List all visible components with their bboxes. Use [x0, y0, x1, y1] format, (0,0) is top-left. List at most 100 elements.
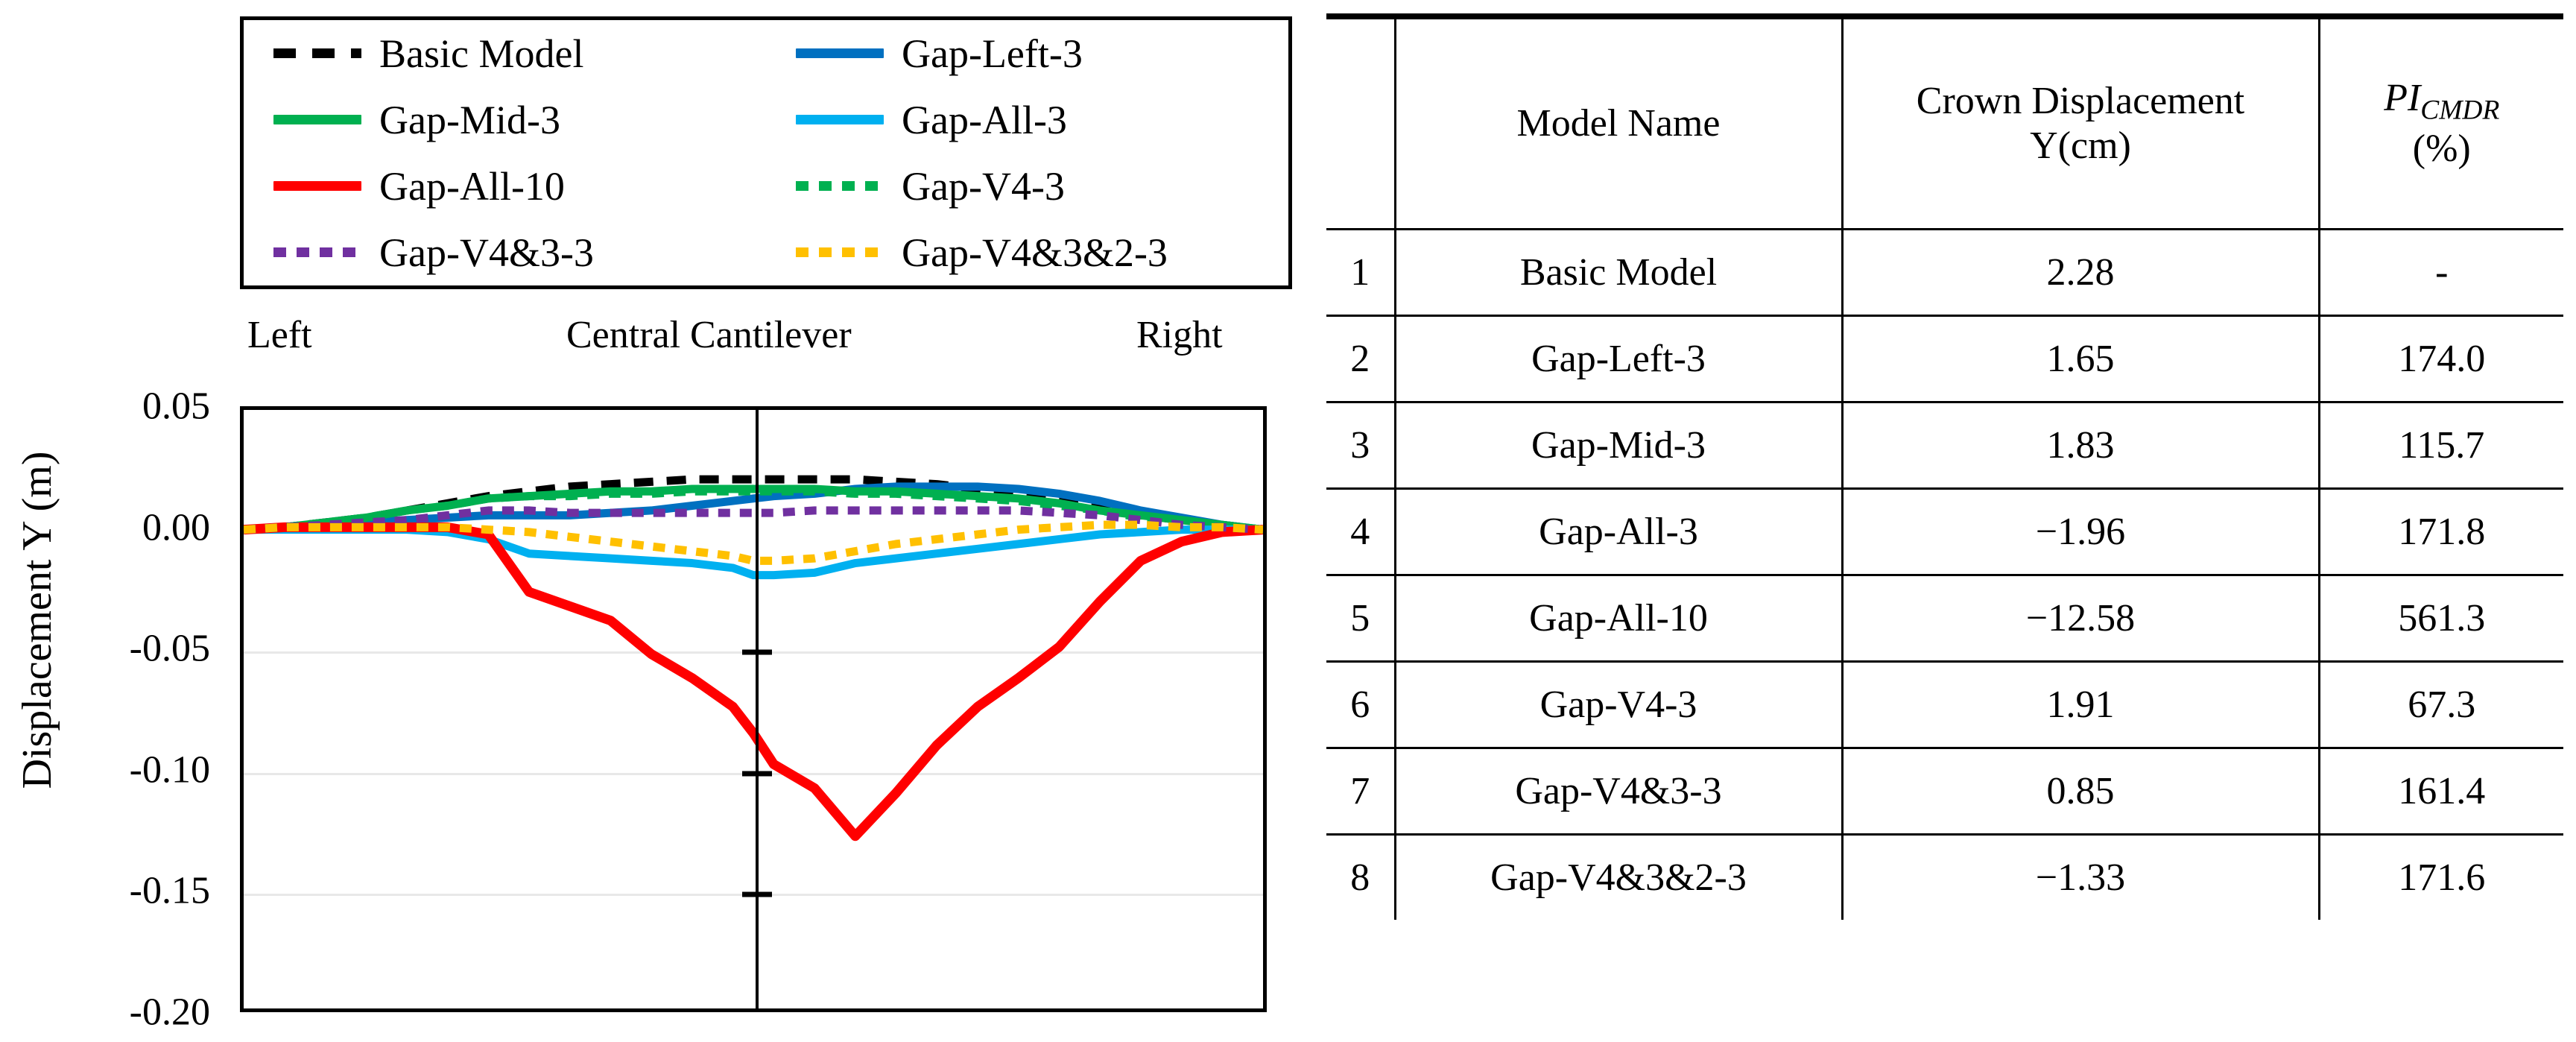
- table-header-row: Model Name Crown Displacement Y(cm) PICM…: [1326, 13, 2563, 230]
- header-pi-unit: (%): [2412, 127, 2471, 170]
- row-model-name: Gap-V4&3&2-3: [1393, 833, 1844, 920]
- legend-swatch-basic-model-icon: [273, 48, 361, 58]
- legend-item-gap-all-3[interactable]: Gap-All-3: [766, 86, 1288, 153]
- y-ticklabel-neg0-05: -0.05: [129, 627, 210, 670]
- row-index: 2: [1326, 315, 1396, 402]
- row-index: 7: [1326, 747, 1396, 835]
- legend-label: Gap-All-3: [902, 97, 1067, 142]
- row-crown-displacement: 1.91: [1841, 660, 2320, 748]
- y-ticklabel-0neg05: 0.05: [142, 385, 210, 428]
- header-index: [1326, 13, 1396, 230]
- row-crown-displacement: 1.83: [1841, 401, 2320, 489]
- row-crown-displacement: −1.96: [1841, 487, 2320, 575]
- center-tick-minus-0-15: [742, 891, 772, 897]
- legend-label: Gap-All-10: [379, 163, 565, 209]
- header-model-name: Model Name: [1393, 13, 1844, 230]
- y-ticklabel-0: 0.00: [142, 506, 210, 549]
- row-crown-displacement: −12.58: [1841, 574, 2320, 662]
- legend-item-basic-model[interactable]: Basic Model: [244, 20, 766, 86]
- y-axis-ticklabels: 0.05 0.00 -0.05 -0.10 -0.15 -0.20: [0, 385, 224, 1034]
- row-pi-cmdr: 115.7: [2317, 401, 2563, 489]
- row-pi-cmdr: 174.0: [2317, 315, 2563, 402]
- series-line-gap-v4-3: [244, 491, 1263, 529]
- row-model-name: Gap-All-10: [1393, 574, 1844, 662]
- row-model-name: Basic Model: [1393, 229, 1844, 316]
- legend-item-gap-v4-3-2-3[interactable]: Gap-V4&3&2-3: [766, 219, 1288, 285]
- header-crown-displacement-line2: Y(cm): [2030, 124, 2131, 167]
- header-pi-cmdr: PICMDR (%): [2317, 13, 2563, 230]
- row-model-name: Gap-Left-3: [1393, 315, 1844, 402]
- legend-item-gap-mid-3[interactable]: Gap-Mid-3: [244, 86, 766, 153]
- header-pi-prefix: PI: [2384, 77, 2421, 120]
- series-line-gap-v4-3-3: [244, 511, 1263, 530]
- legend-swatch-gap-v4-3-3-icon: [273, 247, 361, 257]
- center-tick-minus-0-10: [742, 771, 772, 777]
- series-plot: [244, 410, 1263, 1008]
- chart-area: Displacement Y (m) Left Central Cantilev…: [0, 313, 1311, 1042]
- row-crown-displacement: 2.28: [1841, 229, 2320, 316]
- row-pi-cmdr: -: [2317, 229, 2563, 316]
- header-crown-displacement: Crown Displacement Y(cm): [1841, 13, 2320, 230]
- series-line-gap-v4-3-2-3: [244, 525, 1263, 561]
- plot-label-left: Left: [247, 314, 312, 356]
- y-ticklabel-neg0-15: -0.15: [129, 869, 210, 912]
- legend-label: Gap-Left-3: [902, 31, 1083, 76]
- row-crown-displacement: 1.65: [1841, 315, 2320, 402]
- legend-item-gap-all-10[interactable]: Gap-All-10: [244, 153, 766, 219]
- row-model-name: Gap-All-3: [1393, 487, 1844, 575]
- legend-swatch-gap-all-3-icon: [796, 115, 884, 124]
- row-index: 5: [1326, 574, 1396, 662]
- row-model-name: Gap-V4-3: [1393, 660, 1844, 748]
- row-crown-displacement: 0.85: [1841, 747, 2320, 835]
- legend-label: Gap-V4&3&2-3: [902, 230, 1168, 275]
- center-tick-minus-0-05: [742, 649, 772, 655]
- legend-swatch-gap-v4-3-icon: [796, 181, 884, 191]
- series-line-gap-all-3: [244, 530, 1263, 575]
- row-pi-cmdr: 171.8: [2317, 487, 2563, 575]
- row-model-name: Gap-V4&3-3: [1393, 747, 1844, 835]
- row-index: 8: [1326, 833, 1396, 920]
- center-cantilever-axis: [756, 406, 759, 1012]
- y-ticklabel-neg0-2: -0.20: [129, 991, 210, 1034]
- row-model-name: Gap-Mid-3: [1393, 401, 1844, 489]
- row-pi-cmdr: 171.6: [2317, 833, 2563, 920]
- legend-label: Gap-V4&3-3: [379, 230, 594, 275]
- header-crown-displacement-line1: Crown Displacement: [1916, 80, 2245, 123]
- row-pi-cmdr: 161.4: [2317, 747, 2563, 835]
- row-index: 3: [1326, 401, 1396, 489]
- row-index: 6: [1326, 660, 1396, 748]
- legend-swatch-gap-all-10-icon: [273, 181, 361, 191]
- legend-label: Basic Model: [379, 31, 584, 76]
- row-index: 1: [1326, 229, 1396, 316]
- legend-swatch-gap-left-3-icon: [796, 48, 884, 58]
- legend-swatch-gap-mid-3-icon: [273, 115, 361, 124]
- plot-label-right: Right: [1136, 314, 1223, 356]
- legend-item-gap-v4-3[interactable]: Gap-V4-3: [766, 153, 1288, 219]
- legend-swatch-gap-v4-3-2-3-icon: [796, 247, 884, 257]
- legend-label: Gap-V4-3: [902, 163, 1065, 209]
- legend-item-gap-v4-3-3[interactable]: Gap-V4&3-3: [244, 219, 766, 285]
- results-table-panel: Model Name Crown Displacement Y(cm) PICM…: [1326, 13, 2563, 920]
- row-pi-cmdr: 561.3: [2317, 574, 2563, 662]
- plot-label-central-cantilever: Central Cantilever: [566, 314, 852, 356]
- legend-item-gap-left-3[interactable]: Gap-Left-3: [766, 20, 1288, 86]
- y-ticklabel-neg0-1: -0.10: [129, 748, 210, 792]
- results-table: Model Name Crown Displacement Y(cm) PICM…: [1326, 13, 2563, 920]
- legend-label: Gap-Mid-3: [379, 97, 560, 142]
- plot-frame: [240, 406, 1267, 1012]
- row-crown-displacement: −1.33: [1841, 833, 2320, 920]
- header-pi-subscript: CMDR: [2420, 95, 2500, 126]
- row-pi-cmdr: 67.3: [2317, 660, 2563, 748]
